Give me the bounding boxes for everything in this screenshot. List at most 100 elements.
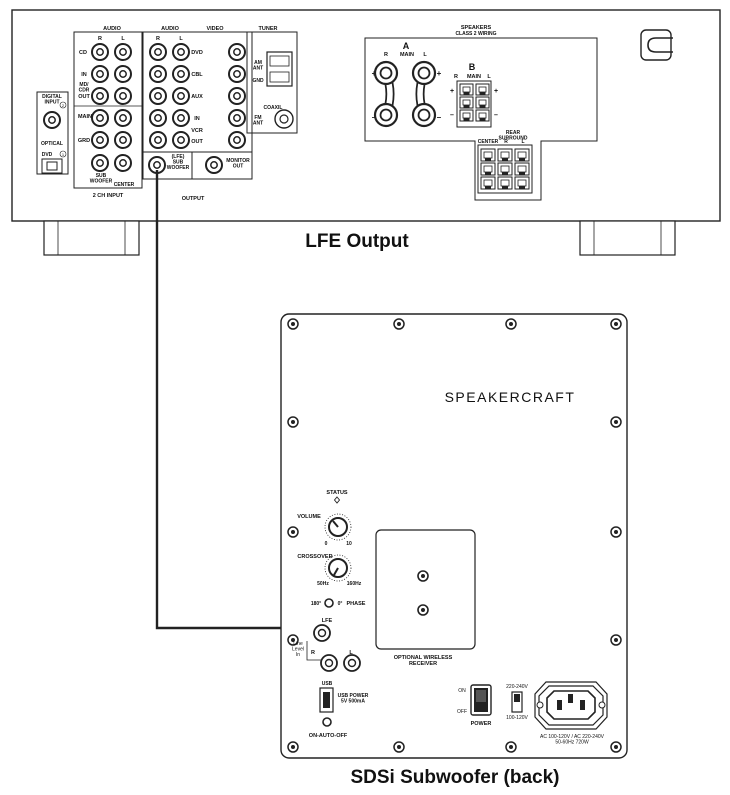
svg-text:–: –: [437, 113, 442, 122]
rca-jack[interactable]: [114, 43, 132, 61]
rca-jack[interactable]: [172, 131, 190, 149]
svg-text:SPEAKERS: SPEAKERS: [461, 25, 492, 31]
digital-coax-jack[interactable]: [43, 111, 61, 129]
rca-jack[interactable]: [149, 131, 167, 149]
spring-terminal[interactable]: [497, 148, 513, 162]
svg-text:DVD: DVD: [191, 50, 203, 56]
rca-jack[interactable]: [91, 87, 109, 105]
svg-text:160Hz: 160Hz: [347, 581, 362, 587]
volume-knob[interactable]: [324, 513, 352, 541]
svg-text:L: L: [521, 139, 524, 145]
auto-off-switch[interactable]: [322, 717, 332, 727]
rca-jack[interactable]: [91, 65, 109, 83]
voltage-selector[interactable]: [511, 691, 523, 713]
svg-text:PHASE: PHASE: [347, 601, 366, 607]
rca-jack-video[interactable]: [228, 109, 246, 127]
spring-terminal[interactable]: [480, 162, 496, 176]
svg-text:L: L: [349, 650, 353, 656]
svg-text:A: A: [403, 41, 410, 51]
rca-jack[interactable]: [172, 43, 190, 61]
speakers-group: [364, 37, 598, 201]
spring-terminal[interactable]: [459, 96, 474, 109]
binding-post[interactable]: [411, 102, 437, 128]
svg-text:L: L: [121, 36, 125, 42]
svg-text:VIDEO: VIDEO: [206, 26, 224, 32]
rca-jack[interactable]: [149, 87, 167, 105]
rca-jack-center-in[interactable]: [114, 154, 132, 172]
svg-text:0: 0: [325, 541, 328, 547]
receiver-foot-left: [43, 220, 140, 256]
line-in-l-jack[interactable]: [343, 654, 361, 672]
spring-terminal[interactable]: [497, 162, 513, 176]
speaker-terminal-cells: [459, 83, 530, 190]
rca-jack[interactable]: [91, 43, 109, 61]
binding-post[interactable]: [373, 102, 399, 128]
rca-jack[interactable]: [149, 43, 167, 61]
svg-text:R: R: [98, 36, 102, 42]
svg-text:–: –: [450, 112, 454, 119]
spring-terminal[interactable]: [475, 109, 490, 122]
rca-jack[interactable]: [114, 131, 132, 149]
rca-jack-subwoofer-in[interactable]: [91, 154, 109, 172]
audio-label: AUDIO: [103, 26, 121, 32]
spring-terminal[interactable]: [475, 96, 490, 109]
rca-jack[interactable]: [149, 109, 167, 127]
spring-terminal[interactable]: [459, 109, 474, 122]
svg-text:USB: USB: [322, 681, 333, 687]
am-terminal-icon: [266, 51, 293, 87]
binding-post[interactable]: [411, 60, 437, 86]
rca-jack[interactable]: [149, 65, 167, 83]
line-in-r-jack[interactable]: [320, 654, 338, 672]
spring-terminal[interactable]: [480, 176, 496, 190]
monitor-out-box: [191, 151, 253, 180]
svg-text:R: R: [156, 36, 160, 42]
binding-post[interactable]: [373, 60, 399, 86]
rca-jack-video[interactable]: [228, 65, 246, 83]
svg-text:CBL: CBL: [191, 72, 203, 78]
svg-text:0°: 0°: [338, 601, 343, 607]
rca-jack-video[interactable]: [228, 43, 246, 61]
rca-jack[interactable]: [91, 131, 109, 149]
rca-jack[interactable]: [114, 87, 132, 105]
svg-text:R: R: [454, 74, 458, 80]
svg-text:MAIN: MAIN: [78, 114, 92, 120]
svg-text:OUT: OUT: [191, 139, 203, 145]
spring-terminal[interactable]: [475, 83, 490, 96]
power-rocker-switch[interactable]: [470, 684, 492, 716]
ac-power-inlet[interactable]: [534, 681, 608, 730]
spring-terminal[interactable]: [514, 148, 530, 162]
rca-jack[interactable]: [114, 109, 132, 127]
rca-jack[interactable]: [172, 87, 190, 105]
tuner-group: [246, 31, 298, 134]
speaker-b-terminal: [456, 80, 492, 128]
monitor-out-jack[interactable]: [205, 156, 223, 174]
svg-text:2 CH INPUT: 2 CH INPUT: [93, 193, 124, 199]
rca-jack[interactable]: [114, 65, 132, 83]
spring-terminal[interactable]: [459, 83, 474, 96]
spring-terminal[interactable]: [514, 176, 530, 190]
rca-jack[interactable]: [172, 109, 190, 127]
power-inlet-icon: [640, 29, 673, 61]
rca-jack-video[interactable]: [228, 87, 246, 105]
svg-text:180°: 180°: [311, 601, 321, 607]
phase-switch[interactable]: [324, 598, 334, 608]
svg-text:CD: CD: [79, 50, 87, 56]
md-cdr-label: MD/CDR: [79, 82, 90, 94]
rca-jack[interactable]: [91, 109, 109, 127]
fm-coax-icon: [274, 109, 294, 129]
rca-jack[interactable]: [172, 65, 190, 83]
spring-terminal[interactable]: [480, 148, 496, 162]
spring-terminal[interactable]: [497, 176, 513, 190]
rca-jack-video[interactable]: [228, 131, 246, 149]
crossover-knob[interactable]: [324, 554, 352, 582]
svg-text:CENTER: CENTER: [114, 182, 135, 188]
spring-terminal[interactable]: [514, 162, 530, 176]
svg-text:GRD: GRD: [78, 138, 90, 144]
lfe-input-jack[interactable]: [313, 624, 331, 642]
